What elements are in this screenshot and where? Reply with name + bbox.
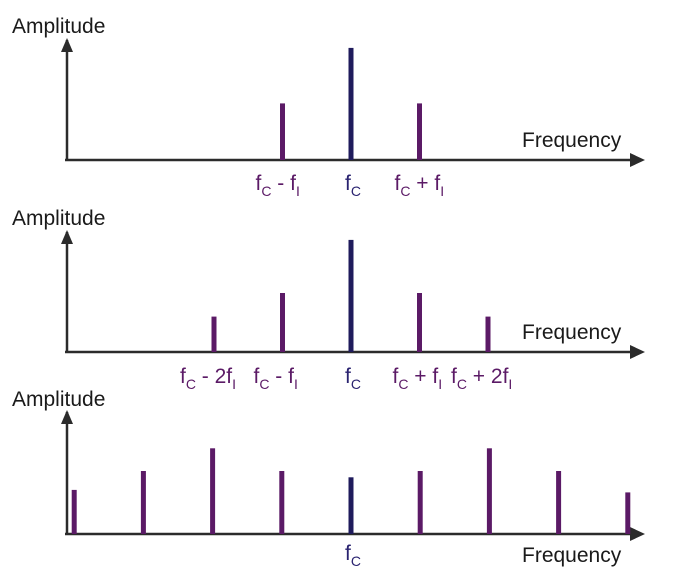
x-axis-label: Frequency xyxy=(522,321,622,344)
sideband-spectral-line xyxy=(280,103,285,160)
sideband-spectral-line xyxy=(417,103,422,160)
sideband-spectral-line xyxy=(71,489,77,534)
x-axis-arrowhead xyxy=(630,153,645,167)
sideband-frequency-label: fC - fI xyxy=(254,365,298,392)
sideband-spectral-line xyxy=(417,471,423,534)
spectrum-panel-1: Amplitude Frequency fC - fI fC fC + fI xyxy=(12,15,645,199)
x-axis-label: Frequency xyxy=(522,544,622,567)
sideband-frequency-label: fC + fI xyxy=(393,365,443,392)
sideband-spectral-line xyxy=(210,448,216,534)
sideband-spectral-line xyxy=(625,492,631,534)
carrier-frequency-label: fC xyxy=(345,542,361,569)
carrier-spectral-line xyxy=(348,477,354,534)
sideband-spectral-line xyxy=(556,471,562,534)
x-axis-arrowhead xyxy=(630,527,645,541)
sideband-frequency-label: fC + 2fI xyxy=(451,365,512,392)
spectrum-panel-3: Amplitude Frequency fC xyxy=(12,388,645,569)
carrier-spectral-line xyxy=(348,239,354,352)
carrier-frequency-label: fC xyxy=(345,172,361,199)
sideband-frequency-label: fC - fI xyxy=(256,172,300,199)
x-axis-label: Frequency xyxy=(522,129,622,152)
y-axis-label: Amplitude xyxy=(12,15,105,38)
sideband-spectral-line xyxy=(485,316,491,352)
sideband-frequency-label: fC + fI xyxy=(395,172,445,199)
y-axis-arrowhead xyxy=(61,230,73,244)
carrier-frequency-label: fC xyxy=(345,365,361,392)
sideband-spectral-line xyxy=(417,293,422,352)
sideband-spectral-line xyxy=(280,293,285,352)
y-axis-label: Amplitude xyxy=(12,388,105,411)
y-axis-label: Amplitude xyxy=(12,207,105,230)
carrier-spectral-line xyxy=(348,47,354,160)
x-axis-arrowhead xyxy=(630,345,645,359)
y-axis-arrowhead xyxy=(61,38,73,52)
sideband-spectral-line xyxy=(140,471,146,534)
sideband-spectral-line xyxy=(279,471,285,534)
sideband-spectral-line xyxy=(211,316,217,352)
sideband-spectral-line xyxy=(486,448,492,534)
spectrum-panel-2: Amplitude Frequency fC - 2fI fC - fI fC fC … xyxy=(12,207,645,392)
y-axis-arrowhead xyxy=(61,410,73,424)
sideband-frequency-label: fC - 2fI xyxy=(180,365,236,392)
